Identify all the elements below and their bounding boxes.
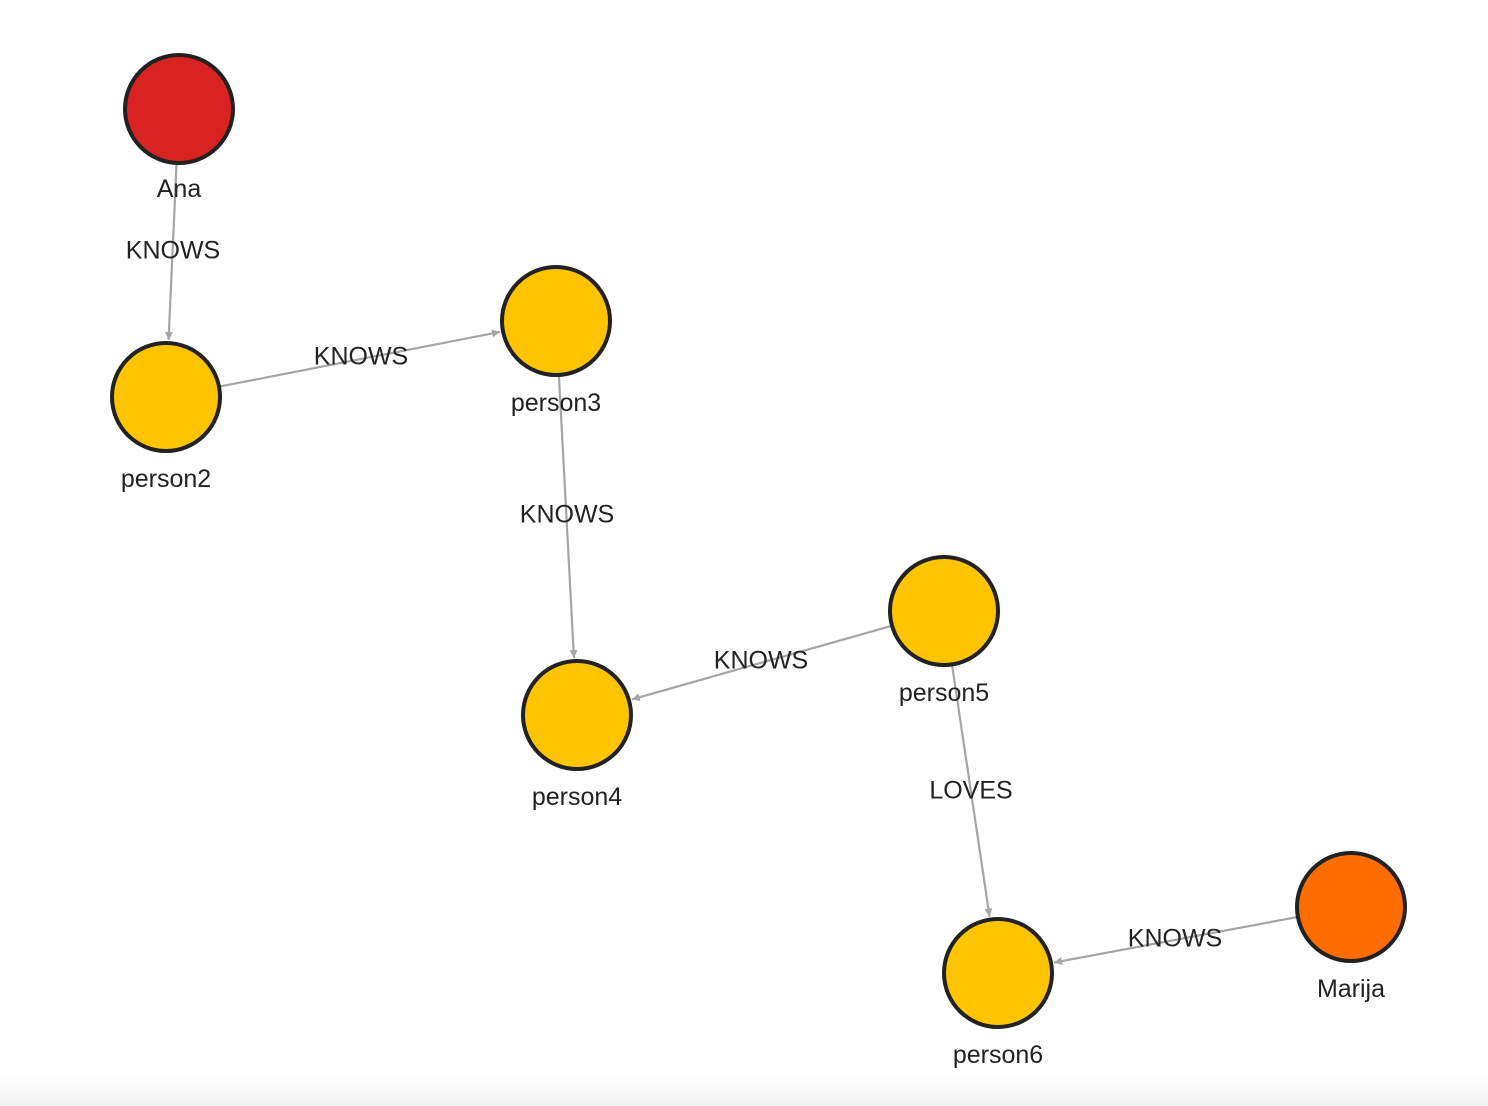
node-circle-person3[interactable] [500,265,612,377]
edge-label-marija-person6: KNOWS [1128,925,1222,953]
node-circle-person5[interactable] [888,555,1000,667]
edge-label-person3-person4: KNOWS [520,501,614,529]
node-person6[interactable]: person6 [942,917,1054,1069]
node-person2[interactable]: person2 [110,341,222,493]
edge-marija-person6[interactable] [1053,916,1298,965]
edges-layer: KNOWS KNOWS KNOWS KNOWS LOVES KNOWS [126,163,1298,965]
node-label-person4: person4 [532,783,622,811]
edge-label-person5-person6: LOVES [929,777,1012,805]
edge-label-person2-person3: KNOWS [314,343,408,371]
node-circle-person6[interactable] [942,917,1054,1029]
node-circle-marija[interactable] [1295,851,1407,963]
node-person3[interactable]: person3 [500,265,612,417]
node-label-person3: person3 [511,389,601,417]
edge-ana-person2[interactable] [164,163,178,341]
node-circle-person2[interactable] [110,341,222,453]
edge-person2-person3[interactable] [219,329,501,388]
node-marija[interactable]: Marija [1295,851,1407,1003]
edge-label-ana-person2: KNOWS [126,237,220,265]
edge-person5-person6[interactable] [951,665,993,917]
node-ana[interactable]: Ana [123,53,235,203]
node-person5[interactable]: person5 [888,555,1000,707]
node-person4[interactable]: person4 [521,659,633,811]
edge-person3-person4[interactable] [557,375,578,659]
node-label-person2: person2 [121,465,211,493]
bottom-bar [0,1076,1488,1106]
node-circle-ana[interactable] [123,53,235,165]
node-circle-person4[interactable] [521,659,633,771]
node-label-marija: Marija [1317,975,1385,1003]
node-label-person6: person6 [953,1041,1043,1069]
nodes-layer: Ana person2 person3 person4 person5 person6 Ma… [110,53,1407,1069]
edge-label-person5-person4: KNOWS [714,647,808,675]
node-label-person5: person5 [899,679,989,707]
edge-person5-person4[interactable] [631,624,892,702]
node-label-ana: Ana [157,175,202,203]
